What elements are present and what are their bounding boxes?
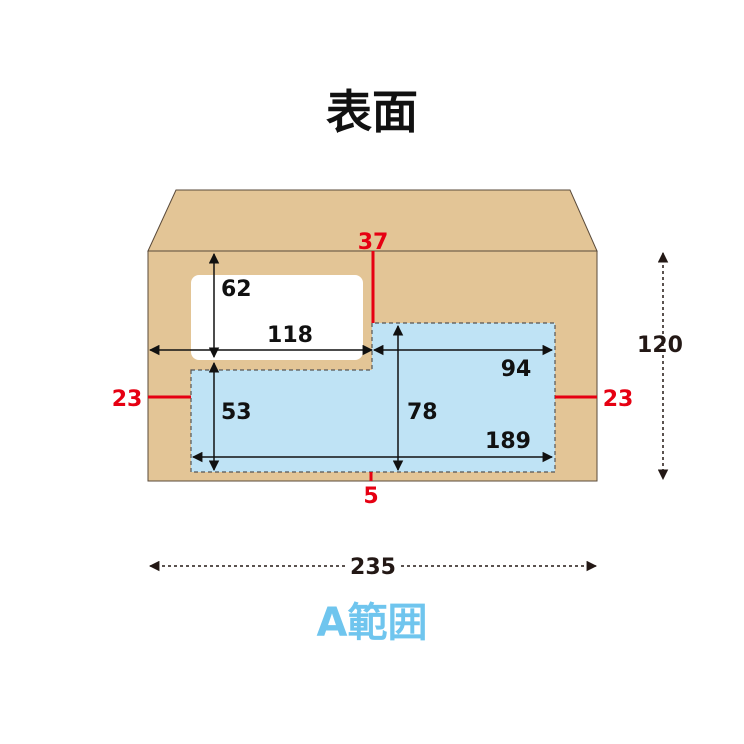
left-margin-label: 23 xyxy=(112,387,143,412)
window-width-label: 118 xyxy=(267,323,313,348)
address-window xyxy=(191,275,363,360)
top-margin-label: 37 xyxy=(358,230,389,255)
printable-area xyxy=(190,322,556,473)
bottom-margin-label: 5 xyxy=(363,484,378,509)
envelope-width-label: 235 xyxy=(350,555,396,580)
page-title: 表面 xyxy=(326,85,418,139)
envelope-height-label: 120 xyxy=(637,333,683,358)
right-margin-label: 23 xyxy=(603,387,634,412)
area-caption: A範囲 xyxy=(317,600,428,646)
area-bottom-width-label: 189 xyxy=(485,429,531,454)
window-height-label: 62 xyxy=(221,277,252,302)
area-left-height-label: 53 xyxy=(221,400,252,425)
area-inner-height-label: 78 xyxy=(407,400,438,425)
area-top-width-label: 94 xyxy=(501,357,532,382)
